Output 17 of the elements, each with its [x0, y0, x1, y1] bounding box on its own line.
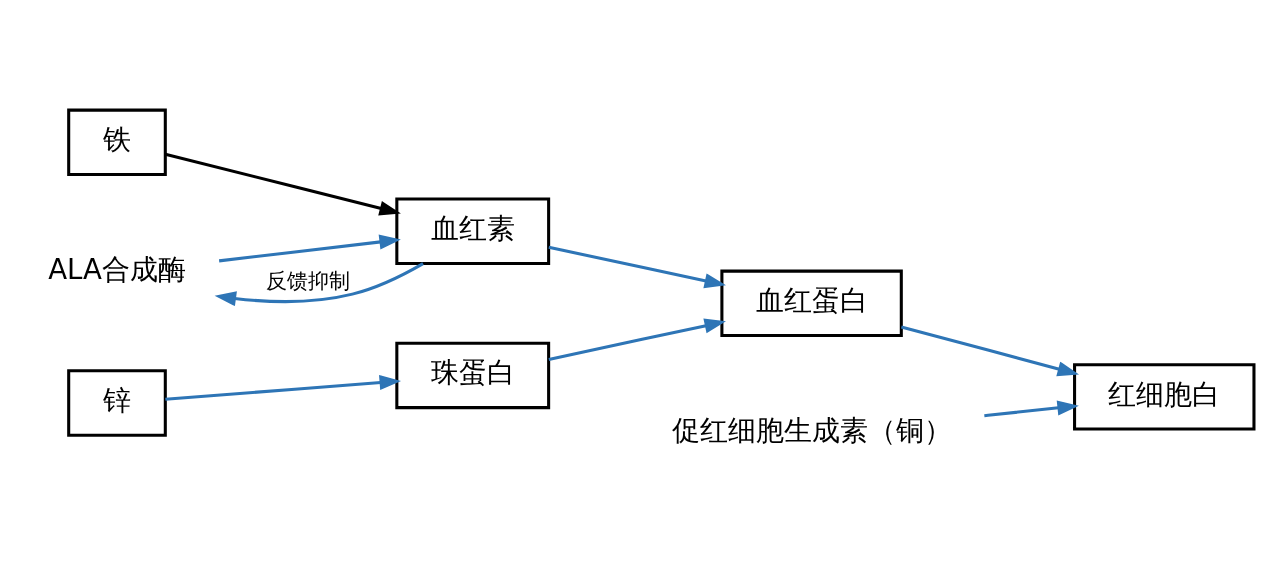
arrow [214, 261, 424, 306]
node-box: 血红素 [395, 197, 551, 265]
arrow [548, 245, 726, 288]
node-box: 铁 [67, 108, 167, 176]
arrow [900, 324, 1080, 376]
arrow [218, 234, 401, 262]
edge-label: 反馈抑制 [265, 267, 350, 293]
node-box: 血红蛋白 [720, 269, 903, 337]
arrow [165, 374, 402, 401]
node-box: 红细胞白 [1073, 362, 1256, 431]
arrow [165, 152, 401, 216]
arrow [548, 318, 726, 361]
node-box: 珠蛋白 [395, 341, 551, 409]
node-text: ALA合成酶 [48, 252, 186, 286]
node-text: 促红细胞生成素（铜） [671, 413, 952, 447]
node-box: 锌 [67, 368, 167, 437]
arrow [984, 399, 1079, 417]
